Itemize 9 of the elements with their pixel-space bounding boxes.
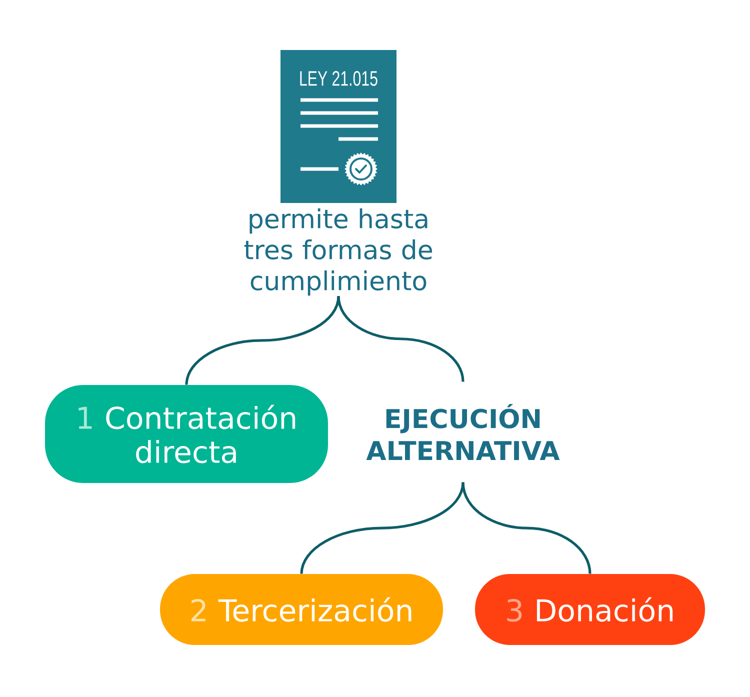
rounded-box: 3 Donación xyxy=(475,574,705,645)
connector xyxy=(337,296,464,382)
rounded-box: 2 Tercerización xyxy=(160,574,443,645)
connector xyxy=(300,482,464,574)
rounded-box: 1 Contratación directa xyxy=(45,385,328,483)
branch-label: EJECUCIÓN ALTERNATIVA xyxy=(366,404,560,460)
connector xyxy=(462,482,592,574)
node-label: permite hasta tres formas de cumplimiento xyxy=(244,208,432,296)
connector xyxy=(185,296,340,385)
